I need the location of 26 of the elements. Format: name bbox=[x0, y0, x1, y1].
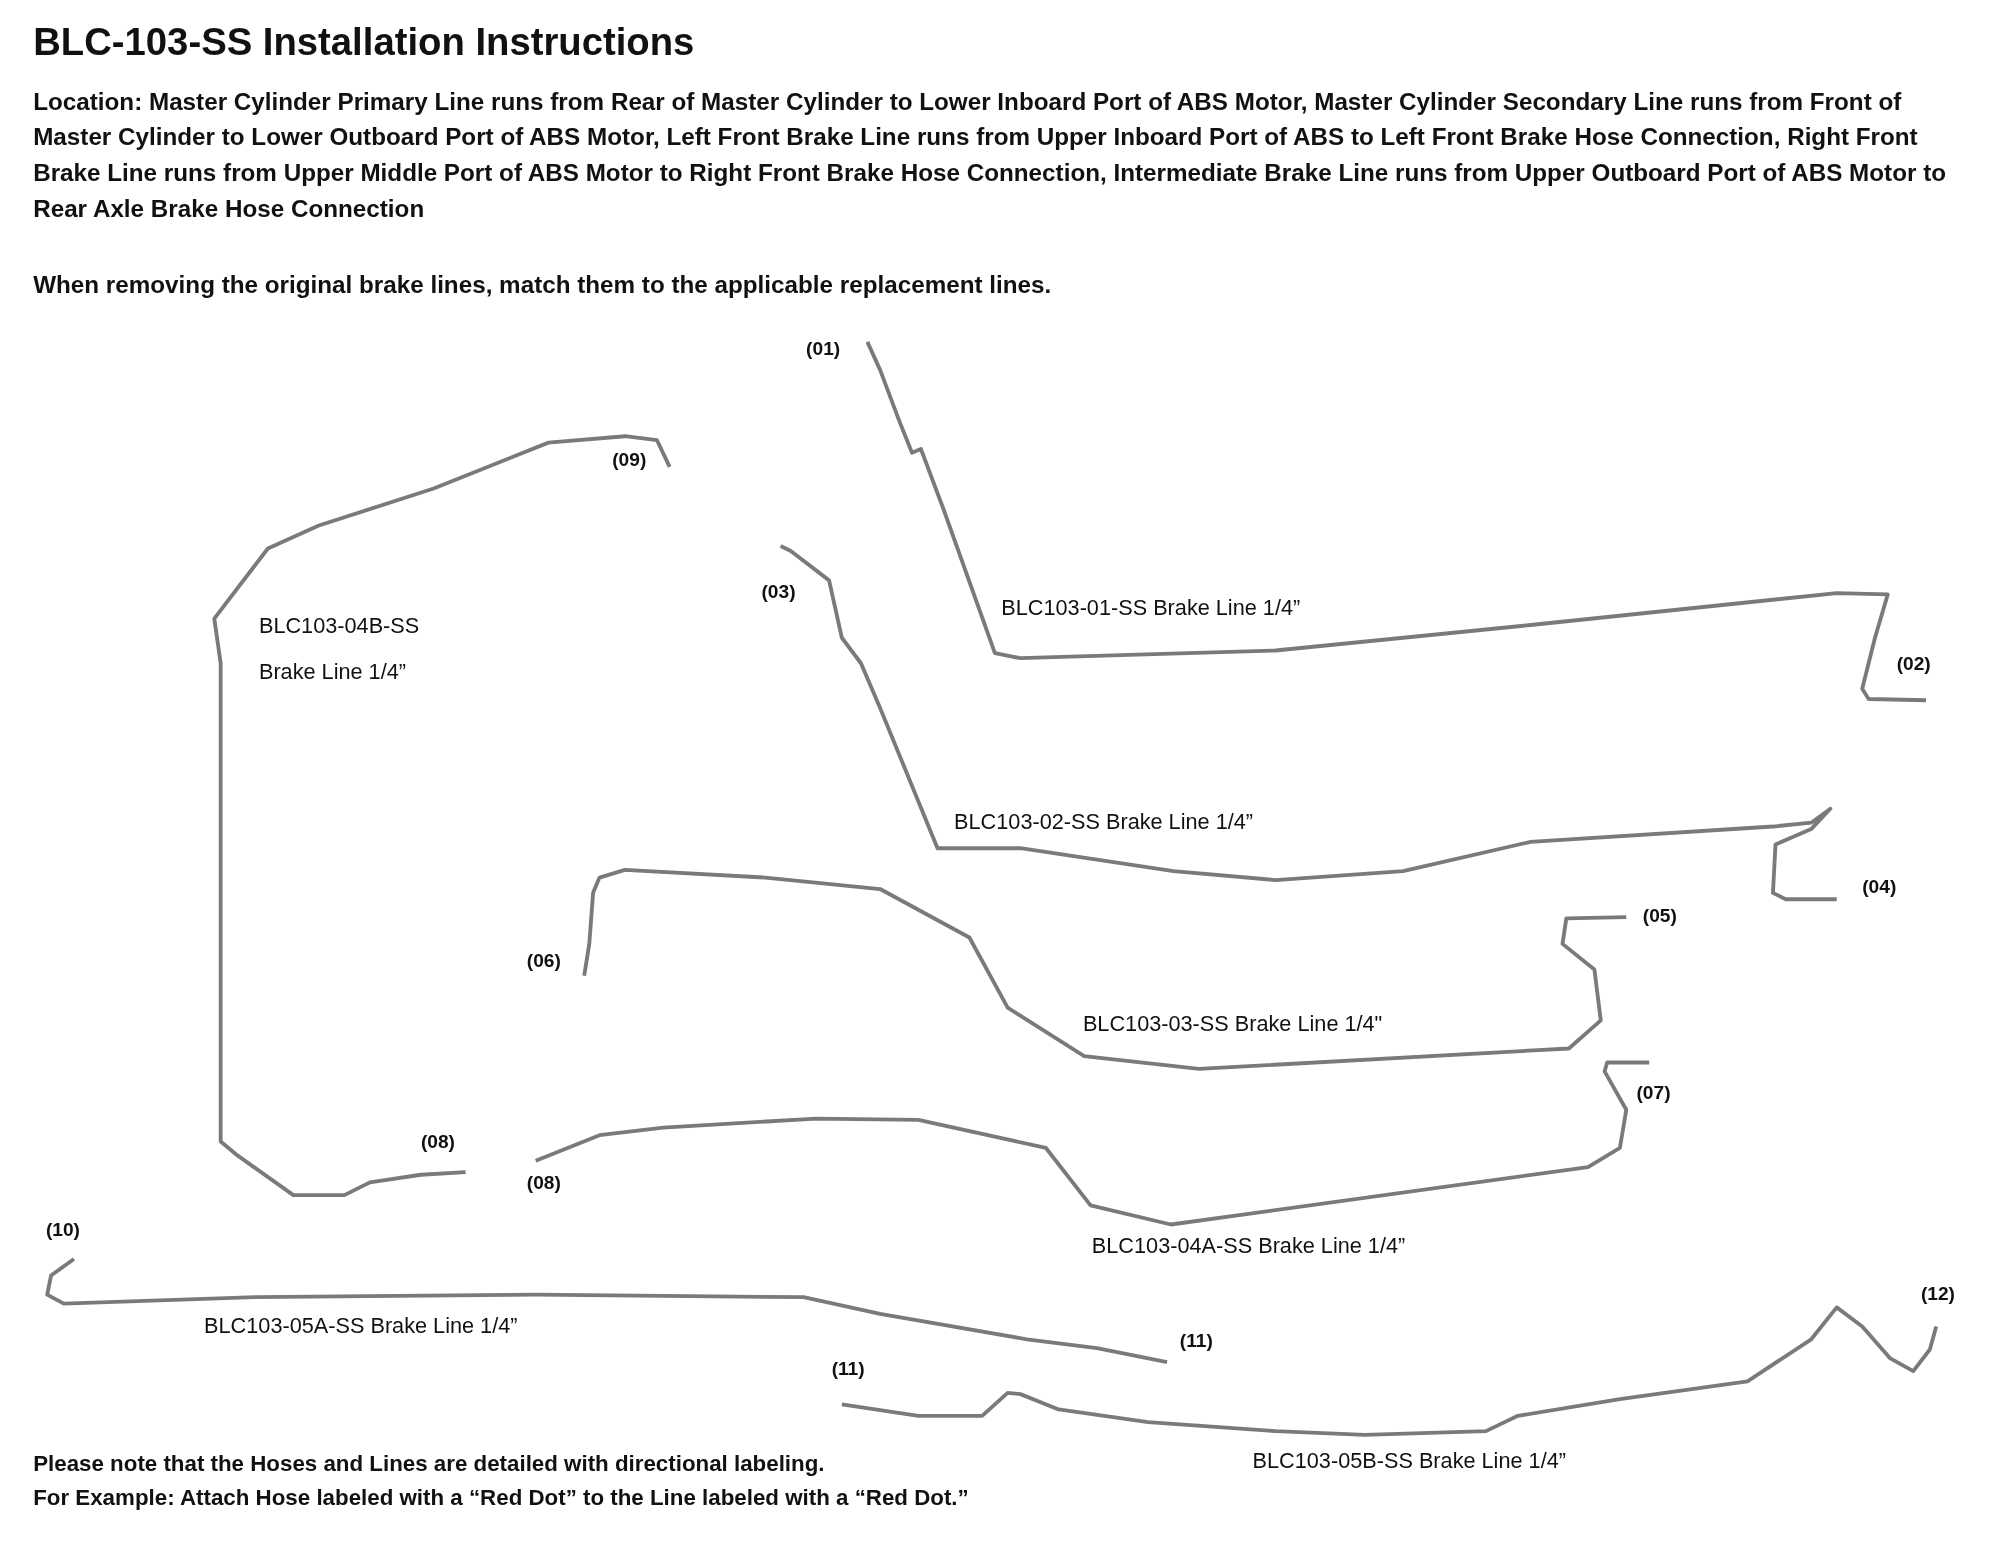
callout-number: (08) bbox=[420, 1130, 455, 1152]
callout-number: (04) bbox=[1862, 875, 1897, 897]
callout-number: (08) bbox=[526, 1170, 561, 1193]
callout-number: (09) bbox=[612, 447, 647, 470]
callout-number: (11) bbox=[1179, 1329, 1213, 1351]
part-label: BLC103-04A-SS Brake Line 1/4” bbox=[1091, 1232, 1406, 1260]
instructions-paragraph: Location: Master Cylinder Primary Line runs from Rear of Master Cylinder to Lower Inboard Port of ABS Motor, Master Cylinder Secondary Line runs from Front of Master Cylinder to Lower Outboard Port of ABS Motor, Left Front Brake Line runs from Upper Inboard Port of ABS to Left Front Brake Hose Connection, Right Front Brake Line runs from Upper Middle Port of ABS Motor to Right Front Brake Hose Connection, Intermediate Brake Line runs from Upper Outboard Port of ABS Motor to Rear Axle Brake Hose Connection bbox=[33, 87, 1948, 224]
callout-number: (10) bbox=[45, 1218, 80, 1240]
instructions-paragraph: When removing the original brake lines, match them to the applicable replacement lines. bbox=[33, 270, 1052, 301]
callout-number: (02) bbox=[1896, 651, 1931, 674]
note-text: For Example: Attach Hose labeled with a “Red Dot” to the Line labeled with a “Red Dot.” bbox=[33, 1484, 969, 1512]
part-label: BLC103-05B-SS Brake Line 1/4” bbox=[1252, 1448, 1566, 1476]
part-label: BLC103-02-SS Brake Line 1/4” bbox=[954, 808, 1253, 837]
part-label: BLC103-03-SS Brake Line 1/4" bbox=[1082, 1010, 1383, 1038]
callout-number: (01) bbox=[806, 336, 841, 359]
callout-number: (07) bbox=[1636, 1081, 1671, 1104]
callout-number: (11) bbox=[831, 1357, 865, 1379]
callout-number: (12) bbox=[1920, 1281, 1955, 1304]
part-label: BLC103-05A-SS Brake Line 1/4” bbox=[204, 1312, 518, 1340]
note-text: Please note that the Hoses and Lines are detailed with directional labeling. bbox=[33, 1450, 825, 1478]
part-label: BLC103-04B-SS Brake Line 1/4” bbox=[258, 612, 421, 686]
part-label: BLC103-01-SS Brake Line 1/4” bbox=[1001, 594, 1301, 622]
callout-number: (03) bbox=[761, 580, 796, 603]
callout-number: (06) bbox=[526, 949, 561, 971]
title: BLC-103-SS Installation Instructions bbox=[33, 20, 695, 64]
callout-number: (05) bbox=[1642, 904, 1677, 926]
